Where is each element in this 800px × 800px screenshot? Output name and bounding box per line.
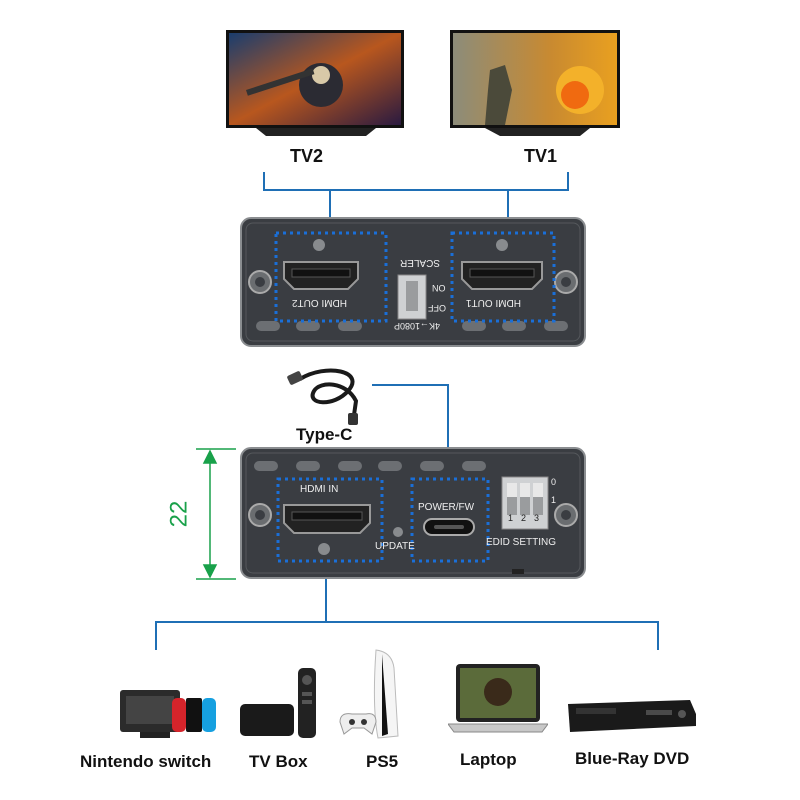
tv-1 [450,30,620,140]
hdmi-out2-label: HDMI OUT2 [292,297,347,308]
hdmi-in-label: HDMI IN [300,484,339,495]
bluray-player-icon [568,700,696,732]
dip-state-1: 1 [551,495,557,505]
update-label: UPDATE [375,541,415,552]
source-label-laptop: Laptop [460,750,517,769]
scaler-on-label: ON [432,283,446,293]
source-label-bluray-dvd: Blue-Ray DVD [575,749,690,768]
type-c-cable [286,365,376,427]
output-panel: HDMI OUT2 HDMI OUT1 SCALER ON OFF 4K→108… [240,217,586,347]
tv-2 [226,30,404,140]
scaler-off-label: OFF [428,303,446,313]
tv-2-image [226,30,404,136]
device-bluray-dvd [566,696,698,740]
usb-cable-icon [287,368,359,425]
dip-number-3: 3 [534,513,540,523]
tv-1-image [450,30,620,136]
scaler-mode-label: 4K→1080P [394,321,441,331]
device-nintendo-switch [116,680,222,740]
dip-number-2: 2 [521,513,527,523]
output-panel-body [240,217,586,347]
source-label-ps5: PS5 [366,752,399,771]
edid-setting-label: EDID SETTING [486,537,557,548]
input-panel: HDMI IN UPDATE POWER/FW EDID SETTING 1 2… [240,447,586,579]
dip-number-1: 1 [508,513,514,523]
tv-1-label: TV1 [524,146,558,166]
dimension-arrow [196,448,236,580]
type-c-label: Type-C [296,425,353,444]
tv-box-icon [240,668,316,738]
input-panel-body [240,447,586,579]
device-laptop [447,662,549,740]
tv-2-label: TV2 [290,146,324,166]
power-fw-label: POWER/FW [418,502,475,513]
source-label-tv-box: TV Box [249,752,308,771]
source-label-nintendo-switch: Nintendo switch [80,752,212,771]
dimension-value: 22 [165,500,193,528]
ps5-icon [339,649,399,739]
laptop-icon [447,664,549,733]
device-ps5 [336,648,424,740]
nintendo-switch-icon [120,690,216,738]
dip-state-0: 0 [551,477,557,487]
scaler-label: SCALER [400,257,441,268]
hdmi-out1-label: HDMI OUT1 [466,297,521,308]
device-tv-box [238,666,324,740]
